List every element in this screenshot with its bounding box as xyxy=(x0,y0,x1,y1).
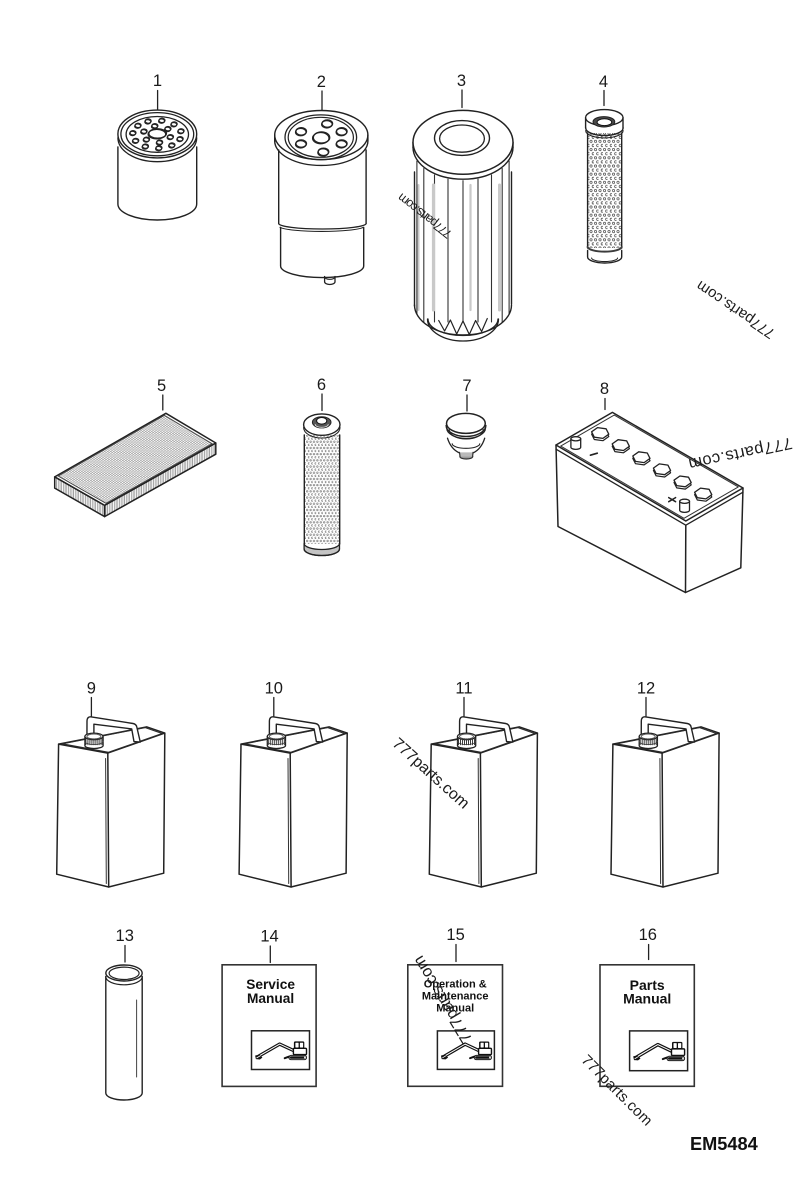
svg-text:16: 16 xyxy=(639,926,657,944)
svg-text:3: 3 xyxy=(457,72,466,90)
svg-text:14: 14 xyxy=(260,928,278,946)
svg-text:4: 4 xyxy=(599,73,608,91)
svg-text:11: 11 xyxy=(455,680,472,698)
svg-text:7: 7 xyxy=(462,377,471,395)
svg-text:6: 6 xyxy=(317,376,326,394)
svg-text:10: 10 xyxy=(265,680,283,698)
svg-text:5: 5 xyxy=(157,377,166,395)
svg-text:8: 8 xyxy=(600,380,609,398)
svg-text:1: 1 xyxy=(153,72,162,90)
svg-text:13: 13 xyxy=(116,927,134,945)
svg-text:12: 12 xyxy=(637,680,655,698)
svg-text:Manual: Manual xyxy=(247,991,294,1006)
svg-text:2: 2 xyxy=(317,73,326,91)
svg-text:Service: Service xyxy=(246,977,295,992)
svg-text:EM5484: EM5484 xyxy=(690,1134,759,1154)
svg-text:15: 15 xyxy=(446,926,464,944)
svg-text:9: 9 xyxy=(87,680,96,698)
svg-text:Manual: Manual xyxy=(623,991,671,1007)
